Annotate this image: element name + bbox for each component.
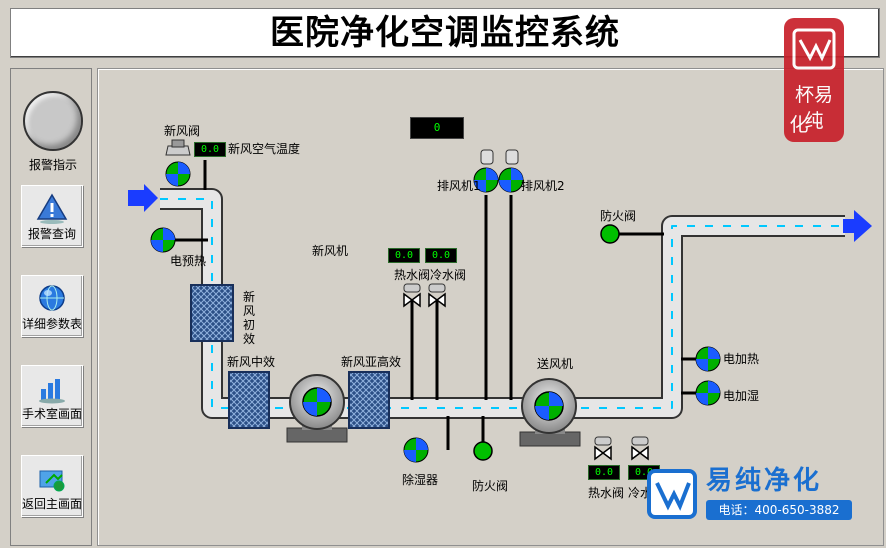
electric-heater[interactable]	[695, 346, 721, 372]
alarm-indicator-label: 报警指示	[29, 158, 78, 172]
title-bar: 医院净化空调监控系统	[10, 8, 880, 58]
fresh-air-valve-label: 新风阀	[164, 124, 201, 138]
hot-valve-top-reading: 0.0	[388, 248, 420, 263]
sub-high-filter	[348, 371, 390, 429]
seal-text-2: 化	[789, 114, 809, 136]
primary-filter	[190, 284, 234, 342]
exhaust-fan-1-label: 排风机1	[437, 179, 481, 193]
detail-params-button[interactable]: 详细参数表	[21, 275, 83, 337]
brand-mark-icon	[647, 469, 697, 519]
fresh-fan-label: 新风机	[312, 244, 349, 258]
exhaust-fan-2-label: 排风机2	[521, 179, 565, 193]
electric-humid-label: 电加湿	[723, 389, 760, 403]
fresh-air-temp-label: 新风空气温度	[228, 142, 301, 156]
brand-watermark: 易纯净化 电话：400-650-3882	[646, 466, 852, 522]
fire-damper-bottom[interactable]	[473, 441, 493, 461]
globe-icon	[39, 285, 65, 311]
operating-room-button[interactable]: 手术室画面	[21, 365, 83, 427]
operating-room-label: 手术室画面	[22, 407, 83, 421]
seal-text: 杯易纯	[794, 84, 833, 132]
supply-fan-label: 送风机	[537, 357, 574, 371]
page-title: 医院净化空调监控系统	[270, 13, 620, 53]
home-icon	[39, 470, 65, 492]
alarm-query-button[interactable]: 报警查询	[21, 185, 83, 247]
fresh-air-fan[interactable]	[286, 374, 348, 443]
detail-params-label: 详细参数表	[22, 317, 83, 331]
hot-valve-bottom-reading: 0.0	[588, 465, 620, 480]
dehumidifier[interactable]	[403, 437, 429, 463]
brand-name: 易纯净化	[706, 466, 823, 496]
alarm-indicator-light	[23, 91, 83, 151]
brand-logo-icon	[792, 28, 836, 70]
cold-water-valve-bottom[interactable]	[631, 436, 649, 461]
fire-valve-bottom-label: 防火阀	[472, 479, 509, 493]
medium-filter-label: 新风中效	[227, 355, 276, 369]
primary-filter-label: 新风初效	[243, 290, 256, 346]
brand-phone: 电话：400-650-3882	[706, 500, 852, 520]
cold-valve-top-reading: 0.0	[425, 248, 457, 263]
inlet-arrow	[128, 184, 158, 212]
hot-water-valve-top[interactable]	[403, 283, 421, 308]
fire-damper-top[interactable]	[600, 224, 620, 244]
electric-humidifier[interactable]	[695, 380, 721, 406]
sub-high-filter-label: 新风亚高效	[341, 355, 402, 369]
fresh-air-temp-reading: 0.0	[194, 142, 226, 157]
bar-chart-icon	[39, 379, 65, 404]
return-main-label: 返回主画面	[22, 497, 83, 511]
control-lines	[167, 160, 697, 450]
hot-water-valve-bottom[interactable]	[594, 436, 612, 461]
top-counter-display: 0	[410, 117, 464, 139]
electric-heat-label: 电加热	[723, 352, 760, 366]
fire-valve-top-label: 防火阀	[600, 209, 637, 223]
air-duct	[160, 188, 845, 419]
fresh-air-valve-actuator	[165, 139, 191, 156]
dehumidifier-label: 除湿器	[402, 473, 439, 487]
hot-cold-valves-label: 热水阀冷水阀	[394, 268, 467, 282]
preheat-label: 电预热	[170, 254, 207, 268]
exhaust-fan-2[interactable]	[498, 149, 524, 193]
seal-watermark: 杯易纯 化	[784, 18, 844, 142]
medium-filter	[228, 371, 270, 429]
return-main-button[interactable]: 返回主画面	[21, 455, 83, 517]
alarm-query-label: 报警查询	[27, 227, 76, 241]
outlet-arrow	[843, 210, 872, 242]
hot-valve-label: 热水阀	[588, 486, 625, 500]
supply-fan[interactable]	[519, 378, 581, 447]
fresh-air-damper[interactable]	[165, 161, 191, 187]
cold-water-valve-top[interactable]	[428, 283, 446, 308]
preheat-heater[interactable]	[150, 227, 176, 253]
warning-icon	[36, 193, 68, 224]
exhaust-fan-1[interactable]	[473, 149, 499, 193]
